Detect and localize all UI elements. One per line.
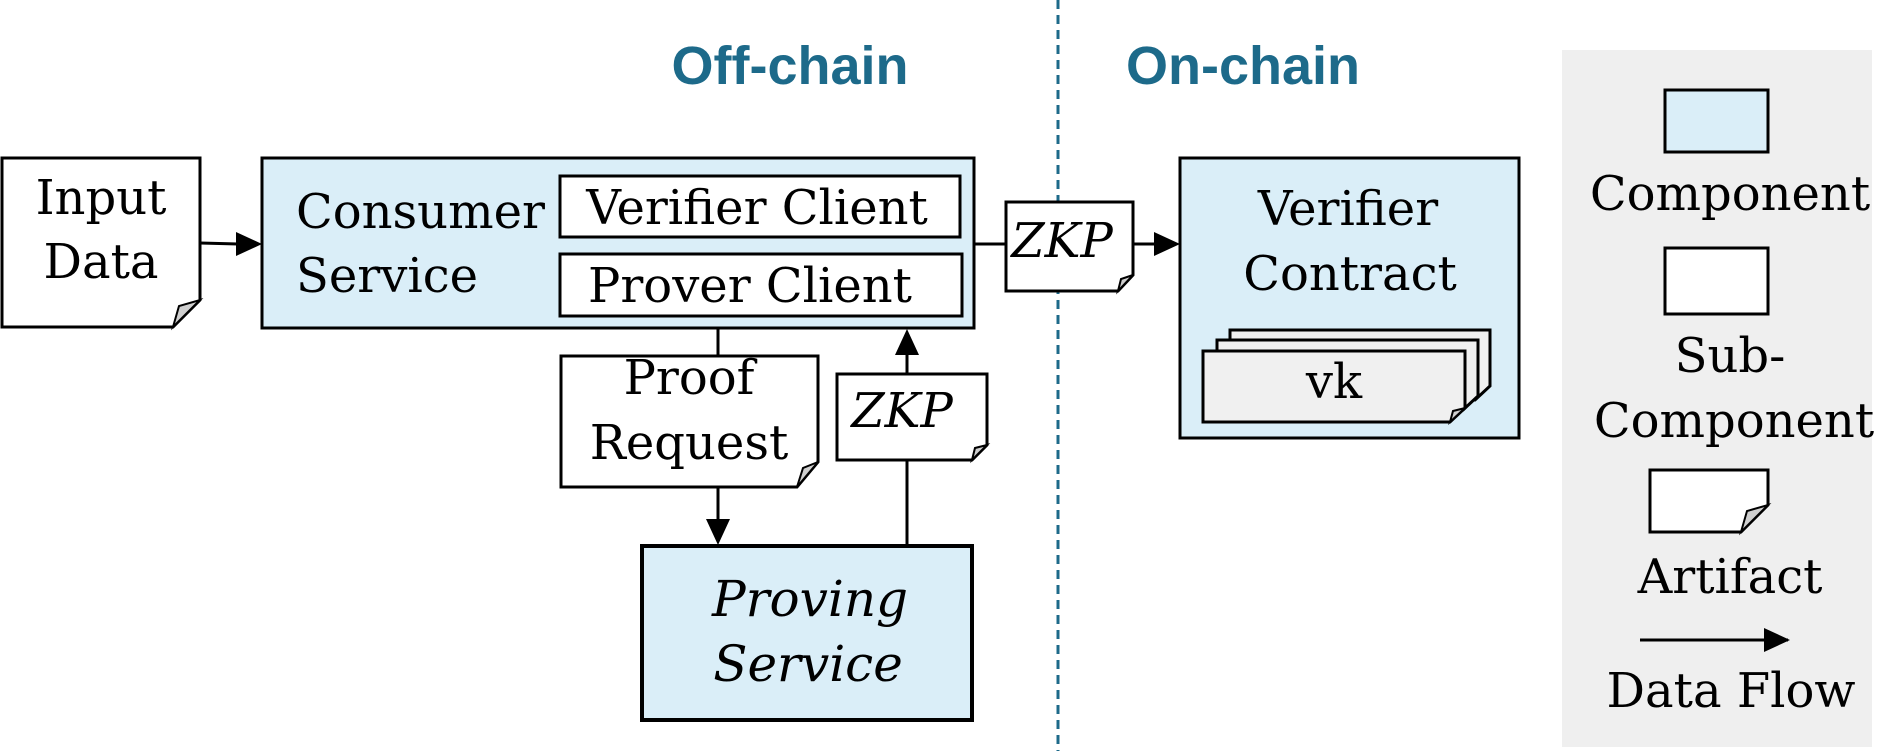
legend-sub-component-swatch [1663,246,1770,316]
arrow-zkp-to-verifier-contract-head [1154,232,1180,256]
verifier-contract-label-line2: Contract [1243,246,1457,302]
legend-sub-component-label-line2: Component [1594,393,1874,449]
input-data-fold [170,297,204,331]
proving-service-label-line1: Proving [711,570,908,628]
on-chain-title: On-chain [1126,36,1360,96]
vk-artifact-stack: vk [1201,328,1492,426]
legend-artifact-label: Artifact [1637,549,1823,605]
arrow-input-to-consumer [199,241,239,246]
arrow-proving-to-prover-client-head [895,329,919,355]
prover-client-subcomponent [558,252,964,318]
zkp-offchain-fold [970,443,991,464]
consumer-service-label-line2: Service [296,248,478,304]
input-data-label-line2: Data [43,234,158,290]
proof-request-artifact: Proof Request [559,350,820,489]
off-chain-title: Off-chain [672,36,909,96]
prover-client-label: Prover Client [588,258,912,314]
arrow-input-to-consumer-head [236,232,262,256]
legend-background [1562,50,1872,747]
vk-label: vk [1305,354,1363,410]
legend-data-flow-arrowhead [1764,628,1790,652]
proof-request-fold [796,461,819,488]
legend-component-label: Component [1590,166,1870,222]
arrow-proof-request-to-proving-head [706,519,730,545]
input-data-label-line1: Input [36,170,167,226]
verifier-client-label: Verifier Client [585,180,928,236]
zkp-artifact-onchain: ZKP [1004,200,1135,295]
legend-artifact-fold [1738,502,1772,536]
consumer-service-label-line1: Consumer [296,184,545,240]
proof-request-label-line2: Request [590,415,789,471]
verifier-client-subcomponent [558,174,962,239]
verifier-contract-component: Verifier Contract vk [1178,156,1521,440]
verifier-contract-label-line1: Verifier [1257,181,1438,237]
zkp-onchain-label: ZKP [1009,213,1113,269]
proving-service-component: Proving Service [640,544,974,722]
legend-component-swatch [1663,88,1770,154]
zkp-artifact-offchain: ZKP [835,372,991,464]
vk-artifact-fold [1448,406,1469,426]
input-data-artifact: Input Data [0,156,204,331]
consumer-service-component: Consumer Service Verifier Client Prover … [260,156,976,330]
legend: Component Sub- Component Artifact Data F… [1562,50,1874,747]
proving-service-label-line2: Service [713,635,903,693]
zkp-onchain-fold [1116,274,1134,295]
legend-data-flow-label: Data Flow [1607,663,1856,719]
zkp-offchain-label: ZKP [849,383,953,439]
proof-request-label-line1: Proof [624,350,758,406]
legend-sub-component-label-line1: Sub- [1675,328,1786,384]
